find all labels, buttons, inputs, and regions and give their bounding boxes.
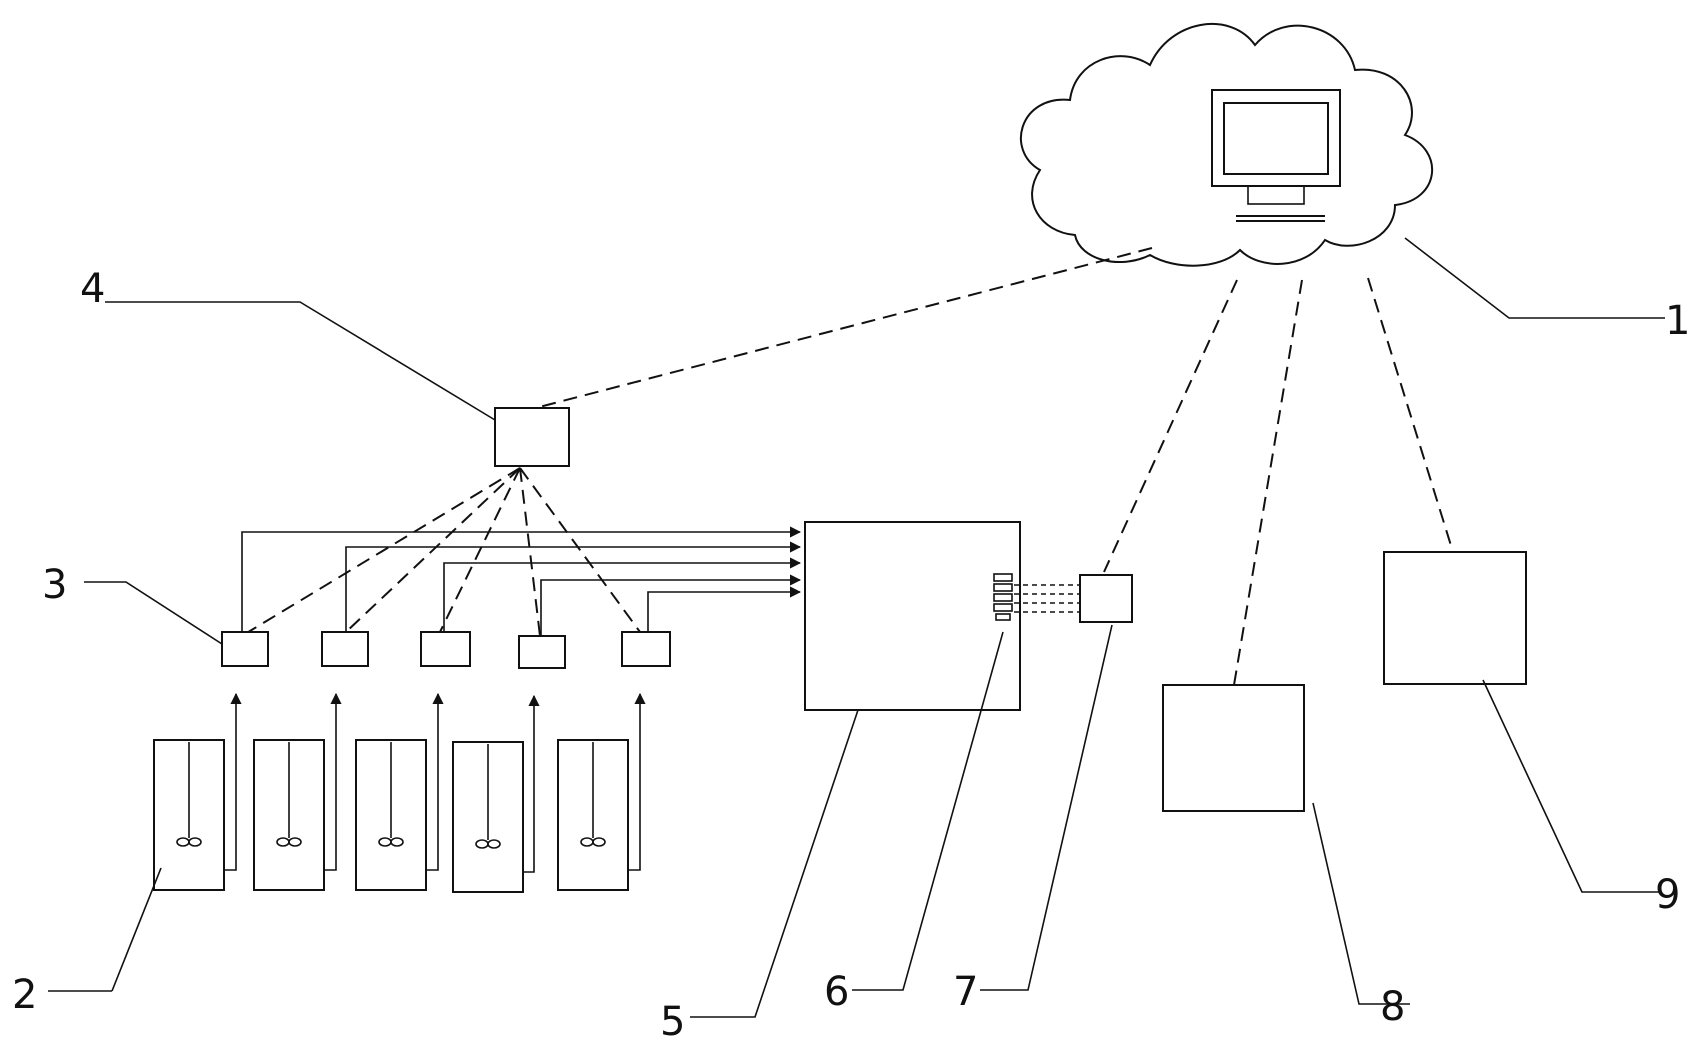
- link-cloud-to-9: [1367, 277, 1454, 553]
- links-6-to-7: [1014, 584, 1080, 613]
- signal-lines-to-5: [241, 526, 802, 636]
- label-5: 5: [660, 999, 685, 1041]
- box-7-module: [1079, 574, 1133, 623]
- label-7: 7: [953, 969, 978, 1015]
- box-8-terminal: [1162, 684, 1305, 812]
- link-cloud-to-4: [519, 247, 1153, 413]
- tank-3: [355, 692, 444, 891]
- label-3: 3: [42, 562, 67, 608]
- label-9: 9: [1655, 872, 1680, 918]
- label-2: 2: [12, 972, 37, 1018]
- sensor-boxes: [221, 631, 671, 669]
- tank-1: [153, 692, 242, 891]
- cloud-network: [1019, 23, 1433, 267]
- label-8: 8: [1380, 984, 1405, 1030]
- label-4: 4: [80, 266, 105, 312]
- label-6: 6: [824, 969, 849, 1015]
- label-1: 1: [1665, 298, 1690, 344]
- tank-5: [557, 692, 646, 891]
- port-6-connector: [993, 573, 1013, 621]
- links-4-to-sensors: [244, 467, 641, 637]
- link-cloud-to-8: [1233, 279, 1303, 686]
- tank-4: [452, 694, 540, 893]
- tank-2: [253, 692, 342, 891]
- computer-monitor-icon: [1211, 89, 1341, 222]
- leader-lines: [48, 237, 1665, 1018]
- box-4-gateway: [494, 407, 570, 467]
- box-5-controller: [804, 521, 1021, 711]
- tanks: [153, 692, 646, 893]
- box-9-terminal: [1383, 551, 1527, 685]
- link-cloud-to-7: [1103, 279, 1238, 573]
